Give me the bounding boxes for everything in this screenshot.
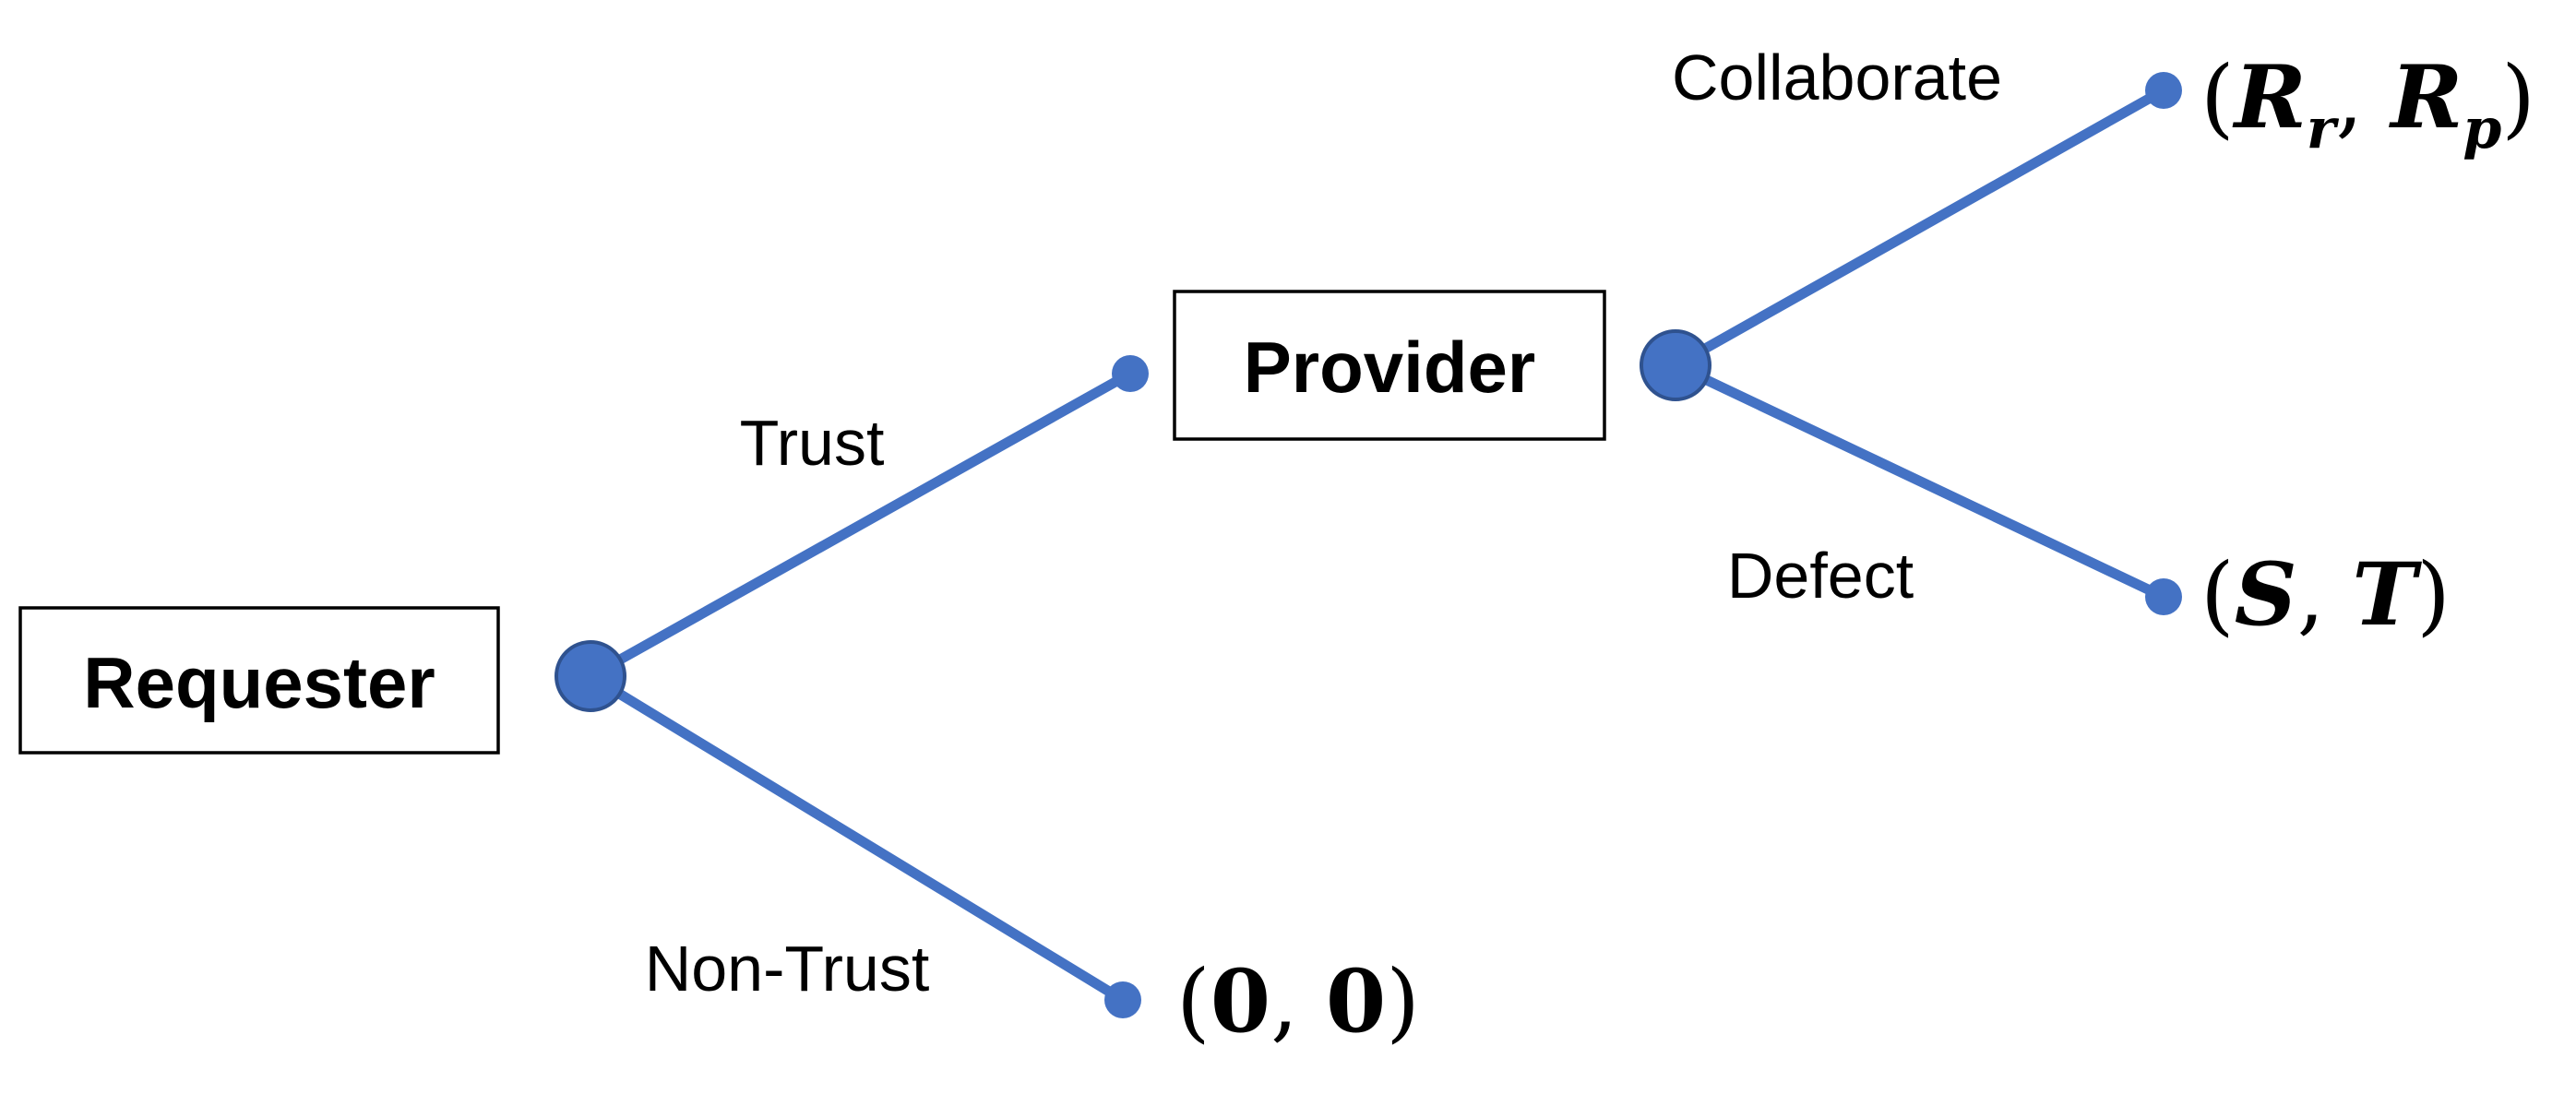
action-label-non-trust: Non-Trust	[645, 933, 930, 1005]
terminal-node-collaborate	[2145, 72, 2182, 109]
action-label-collaborate: Collaborate	[1672, 42, 2002, 113]
provider-label: Provider	[1244, 327, 1535, 408]
provider-box: Provider	[1173, 290, 1606, 441]
edge-non-trust	[585, 671, 1128, 1005]
action-label-defect: Defect	[1727, 540, 1914, 612]
edge-collaborate	[1670, 85, 2169, 371]
requester-box: Requester	[18, 606, 500, 755]
action-label-trust: Trust	[740, 407, 885, 479]
provider-decision-node	[1640, 329, 1711, 401]
payoff-non-trust: (0, 0)	[1176, 951, 1420, 1052]
terminal-node-defect	[2145, 578, 2182, 615]
provider-entry-node	[1112, 355, 1149, 392]
edge-defect	[1670, 360, 2169, 602]
payoff-collaborate: (Rr, Rp)	[2200, 47, 2535, 161]
terminal-node-non-trust	[1104, 981, 1141, 1018]
payoff-defect: (S, T)	[2200, 544, 2451, 646]
requester-decision-node	[555, 640, 626, 712]
edge-trust	[585, 368, 1136, 682]
requester-label: Requester	[83, 642, 435, 723]
